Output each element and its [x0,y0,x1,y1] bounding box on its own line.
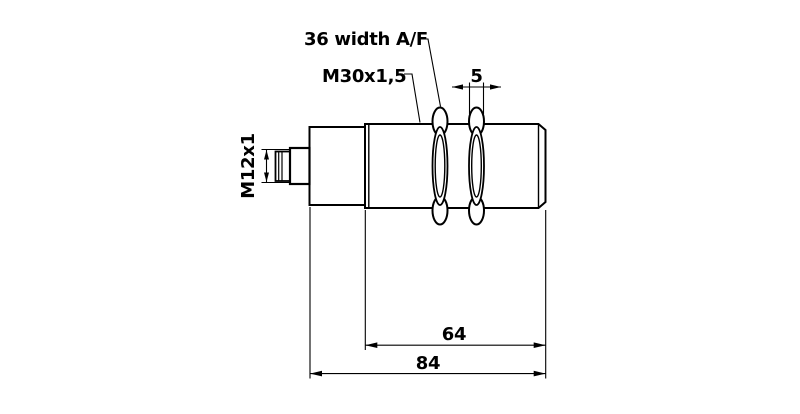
arrowheads-group [264,84,546,377]
arrowhead [310,370,322,377]
label-hex-width: 36 width A/F [304,29,428,50]
connector-body [288,146,311,186]
sensor-outline-group [274,123,547,209]
hex-nut-1 [431,106,449,226]
hex-nut-facet-inner [471,134,483,198]
leader-line-barrel-thread [404,73,421,123]
hex-nuts-group [431,106,485,226]
dim-text-nut-thickness: 5 [470,66,482,87]
arrowhead [365,342,378,348]
arrowhead [533,342,546,348]
arrowhead [490,84,501,90]
arrowhead [533,370,546,377]
leader-line-hex-width [419,38,442,107]
arrowhead [452,84,463,90]
label-connector-thread: M12x1 [238,133,259,199]
arrowhead [264,150,269,160]
arrowhead [264,172,269,182]
dim-text-overall-length: 84 [416,353,440,374]
rear-housing [308,126,366,206]
threaded-barrel [364,123,547,209]
connector-ring [274,150,291,182]
hex-nut-2 [468,106,485,226]
label-barrel-thread: M30x1,5 [322,66,406,87]
labels-group: 36 width A/F M30x1,5 M12x1 5 64 84 [238,29,483,374]
dim-text-barrel-length: 64 [442,324,466,345]
hex-nut-facet-inner [434,134,446,198]
